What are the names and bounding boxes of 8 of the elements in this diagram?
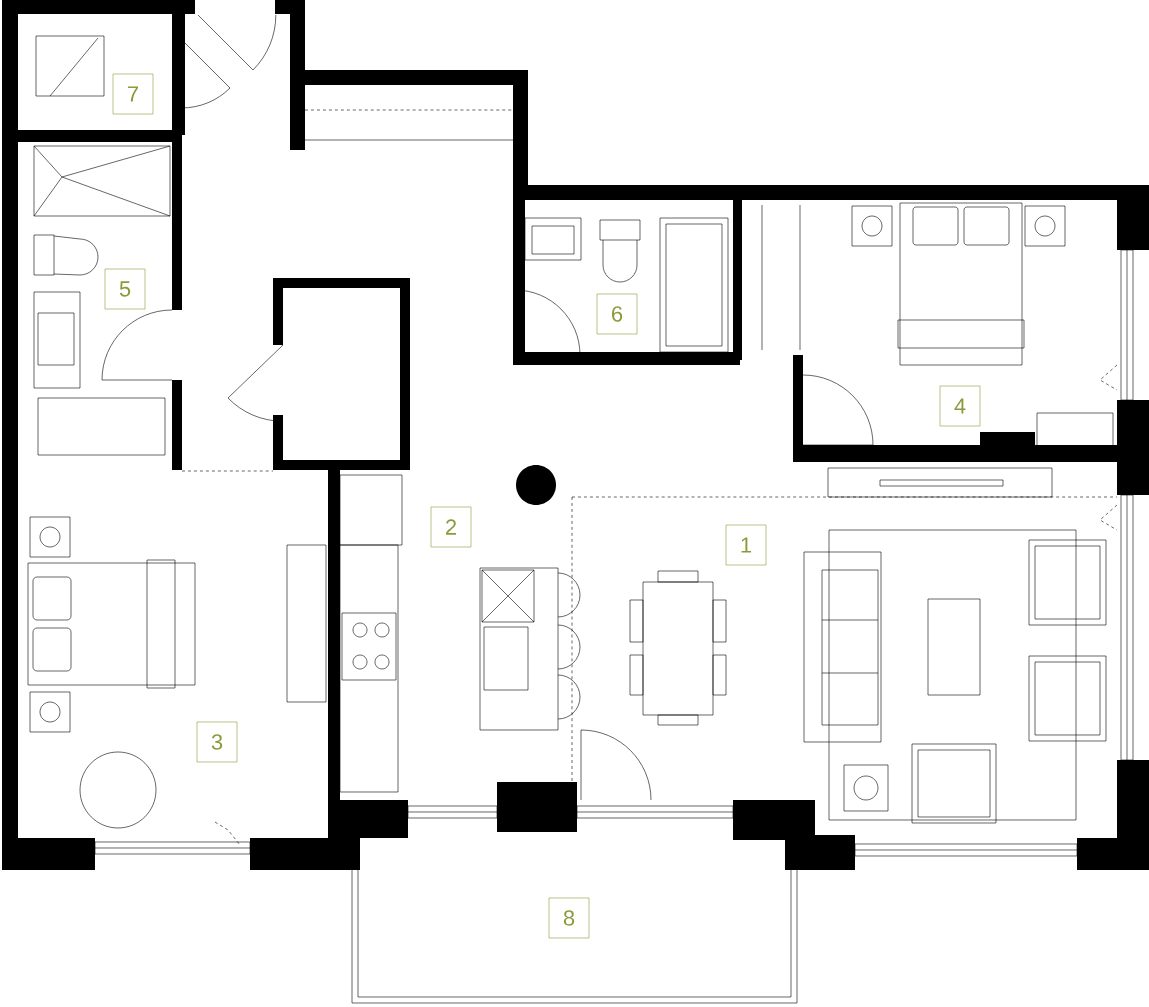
callout-number: 7 [112, 73, 154, 115]
callout-number: 5 [104, 268, 146, 310]
callout-number: 3 [196, 721, 238, 763]
callout-number: 6 [596, 293, 638, 335]
callout-number: 8 [548, 897, 590, 939]
callout-number: 1 [725, 524, 767, 566]
callout-number: 2 [430, 506, 472, 548]
callout-number: 4 [939, 385, 981, 427]
